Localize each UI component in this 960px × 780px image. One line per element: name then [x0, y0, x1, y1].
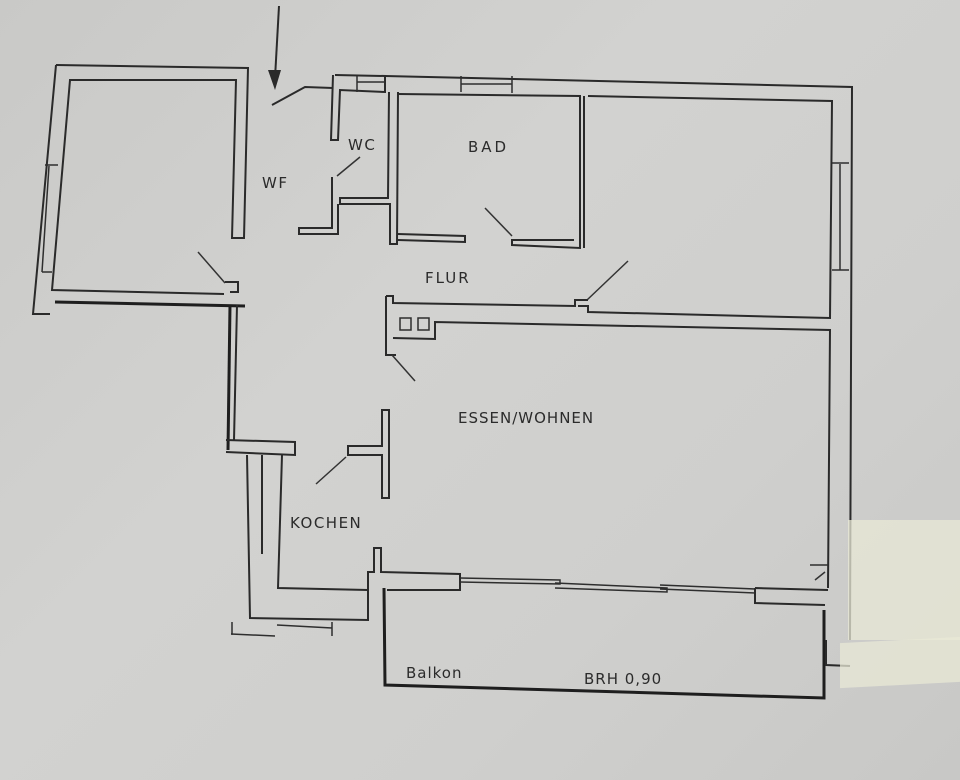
left-room-walls: [31, 64, 250, 315]
room-label-balkon: Balkon: [406, 664, 463, 682]
kochen-walls: [230, 409, 461, 637]
room-label-essen-wohnen: ESSEN/WOHNEN: [458, 409, 595, 427]
top-outer-wall: [384, 75, 854, 641]
room-label-wc: WC: [348, 136, 377, 154]
wc-walls: [271, 74, 399, 245]
tape-patch: [848, 520, 960, 640]
tape-patch-lower: [840, 636, 960, 689]
corridor-west-wall: [225, 304, 296, 457]
parapet-height-annotation: BRH 0,90: [584, 670, 663, 688]
entrance-arrow-icon: [268, 5, 281, 90]
room-label-wf: WF: [262, 174, 289, 192]
living-south-wall: [459, 564, 829, 606]
room-label-bad: BAD: [468, 138, 510, 156]
flur-walls: [385, 295, 832, 589]
room-label-flur: FLUR: [425, 269, 471, 287]
right-room-walls: [578, 95, 849, 320]
room-label-kochen: KOCHEN: [290, 514, 363, 532]
bad-walls: [397, 93, 581, 250]
